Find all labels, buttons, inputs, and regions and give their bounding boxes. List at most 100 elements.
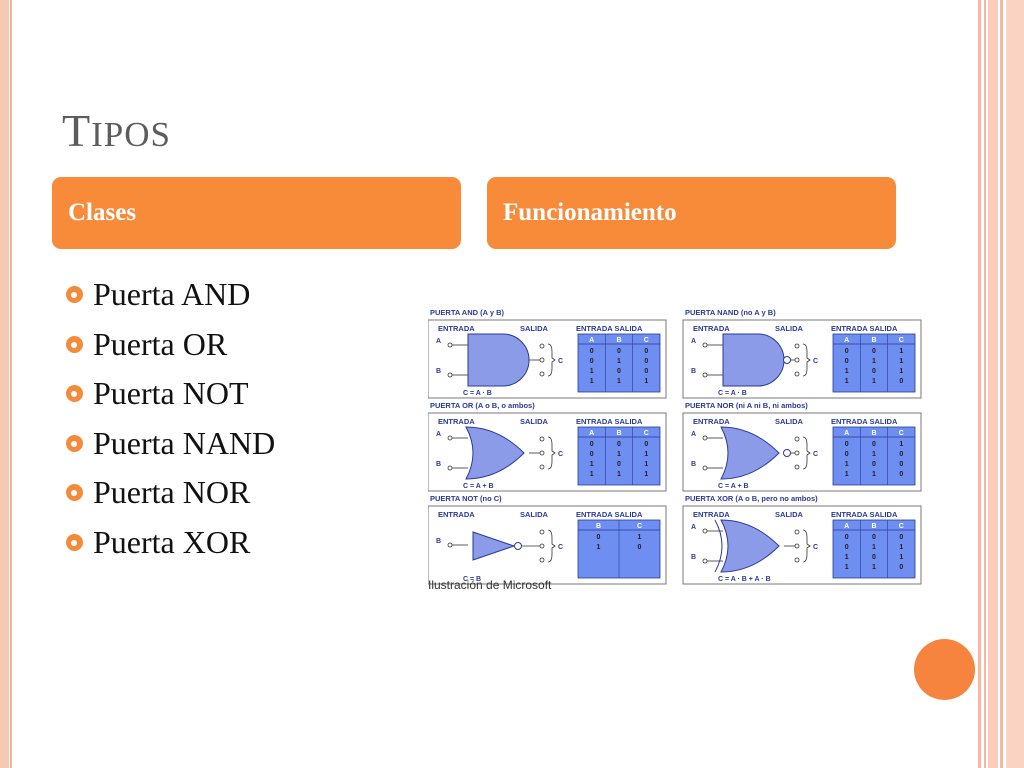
truth-table-cell: 0: [597, 534, 601, 541]
truth-table-cell: 0: [617, 441, 621, 448]
list-item: Puerta XOR: [66, 518, 275, 568]
output-terminal: [794, 543, 800, 549]
truth-table-cell: 1: [899, 348, 903, 355]
output-terminal: [794, 529, 800, 535]
output-terminal: [539, 464, 545, 470]
output-label: C: [558, 544, 563, 551]
truth-table-cell: 0: [617, 368, 621, 375]
gate-type-list: Puerta AND Puerta OR Puerta NOT Puerta N…: [66, 270, 275, 567]
truth-table-col-header: A: [844, 523, 849, 530]
truth-table-col-header: A: [589, 337, 594, 344]
gate-panel-title: PUERTA XOR (A o B, pero no ambos): [685, 494, 818, 503]
output-terminal: [539, 371, 545, 377]
output-terminal: [794, 343, 800, 349]
gate-panel-xor: PUERTA XOR (A o B, pero no ambos) ENTRADA…: [682, 494, 922, 585]
input-label: A: [436, 338, 441, 345]
bullet-icon: [66, 533, 83, 551]
truth-table-cell: 0: [644, 348, 648, 355]
truth-table-col-header: A: [844, 337, 849, 344]
truth-table-cell: 1: [899, 441, 903, 448]
truth-table-cell: 1: [872, 378, 876, 385]
decorative-circle: [914, 639, 975, 700]
truth-table-cell: 1: [617, 358, 621, 365]
inverter-bubble: [514, 542, 522, 550]
truth-table-cell: 0: [644, 358, 648, 365]
truth-table-cell: 1: [872, 451, 876, 458]
salida-label: SALIDA: [775, 417, 804, 426]
gate-symbol-xor: [720, 519, 780, 573]
input-terminal: [702, 342, 708, 348]
input-label: B: [691, 461, 696, 468]
output-terminal: [539, 357, 545, 363]
truth-table-cell: 0: [644, 368, 648, 375]
truth-table-cell: 1: [872, 544, 876, 551]
list-item: Puerta OR: [66, 320, 275, 370]
input-terminal: [702, 435, 708, 441]
output-terminal: [539, 543, 545, 549]
salida-label: SALIDA: [520, 324, 549, 333]
truth-table-col-header: C: [899, 430, 904, 437]
input-label: A: [691, 338, 696, 345]
gate-formula: C = B: [463, 576, 481, 583]
logic-gates-illustration: PUERTA AND (A y B) ENTRADA SALIDA A B C C = A …: [428, 308, 922, 585]
truth-table-cell: 1: [590, 471, 594, 478]
truth-table-cell: 1: [617, 378, 621, 385]
truth-table-cell: 1: [872, 358, 876, 365]
truth-table-cell: 0: [644, 441, 648, 448]
truth-table-cell: 1: [872, 471, 876, 478]
gate-formula: C = A + B: [463, 483, 494, 490]
truth-table-header: ENTRADA SALIDA: [831, 510, 898, 519]
output-terminal: [794, 450, 800, 456]
truth-table-cell: 0: [845, 358, 849, 365]
truth-table-cell: 0: [899, 378, 903, 385]
gate-panel-title: PUERTA AND (A y B): [430, 308, 505, 317]
truth-table-cell: 1: [845, 471, 849, 478]
input-label: A: [691, 524, 696, 531]
truth-table-cell: 1: [644, 471, 648, 478]
output-terminal: [539, 343, 545, 349]
input-terminal: [702, 558, 708, 564]
entrada-label: ENTRADA: [693, 417, 730, 426]
truth-table-col-header: B: [871, 337, 876, 344]
entrada-label: ENTRADA: [438, 417, 475, 426]
truth-table-cell: 0: [617, 348, 621, 355]
input-label: B: [436, 538, 441, 545]
truth-table-cell: 1: [644, 461, 648, 468]
truth-table-col-header: C: [644, 430, 649, 437]
truth-table-cell: 1: [899, 368, 903, 375]
truth-table-cell: 0: [899, 534, 903, 541]
input-terminal: [447, 435, 453, 441]
truth-table-cell: 0: [872, 348, 876, 355]
truth-table-cell: 0: [872, 461, 876, 468]
bullet-icon: [66, 385, 83, 403]
gate-formula: C = A · B: [718, 390, 747, 397]
output-terminal: [794, 371, 800, 377]
truth-table-cell: 0: [845, 348, 849, 355]
salida-label: SALIDA: [520, 417, 549, 426]
truth-table-col-header: B: [616, 430, 621, 437]
input-terminal: [447, 542, 453, 548]
truth-table-cell: 0: [899, 451, 903, 458]
output-brace: [802, 436, 811, 470]
salida-label: SALIDA: [775, 324, 804, 333]
truth-table-cell: 0: [590, 348, 594, 355]
truth-table-cell: 1: [899, 554, 903, 561]
output-terminal: [539, 529, 545, 535]
list-item: Puerta AND: [66, 270, 275, 320]
truth-table-cell: 0: [590, 358, 594, 365]
truth-table-cell: 0: [872, 534, 876, 541]
truth-table-col-header: A: [844, 430, 849, 437]
gate-panel-title: PUERTA NAND (no A y B): [685, 308, 776, 317]
truth-table-cell: 0: [899, 461, 903, 468]
truth-table-cell: 0: [845, 544, 849, 551]
output-label: C: [558, 451, 563, 458]
output-terminal: [794, 436, 800, 442]
truth-table-header: ENTRADA SALIDA: [576, 324, 643, 333]
truth-table-col-header: B: [871, 430, 876, 437]
truth-table-cell: 1: [845, 554, 849, 561]
left-border-stripe: [0, 0, 12, 768]
xor-extra-curve: [714, 519, 723, 573]
